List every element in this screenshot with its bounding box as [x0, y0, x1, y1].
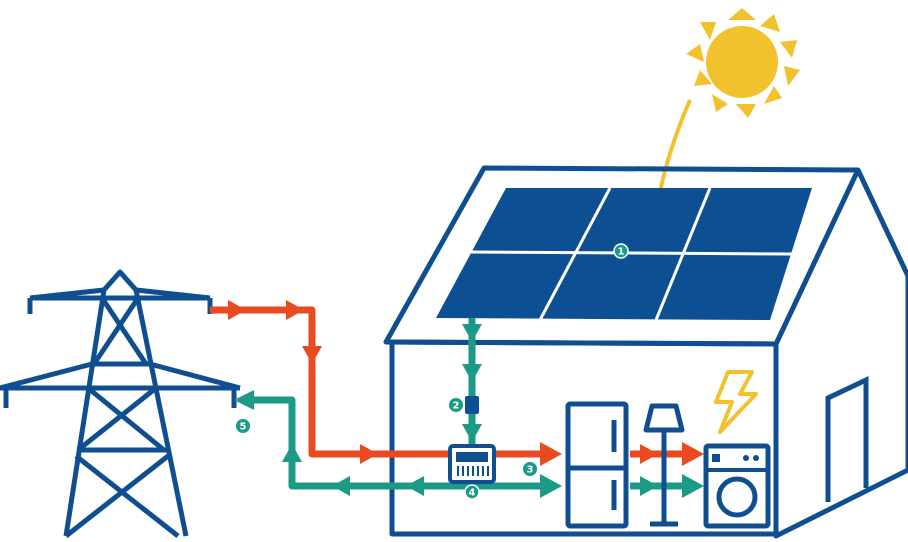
solar-flow-arrows: [234, 324, 704, 498]
pylon-icon: [0, 269, 241, 538]
marker-3-label: 3: [527, 465, 534, 476]
fridge-icon: [565, 401, 629, 529]
meter-icon: [448, 444, 496, 484]
inverter-icon: [465, 396, 479, 414]
marker-5-label: 5: [240, 422, 247, 433]
marker-1-label: 1: [618, 247, 625, 258]
sun-icon: [686, 8, 800, 118]
marker-5: 5: [236, 419, 250, 433]
washing-machine-icon: [703, 443, 771, 529]
marker-2: 2: [449, 398, 463, 412]
marker-4-label: 4: [469, 488, 476, 499]
lamp-icon: [643, 403, 685, 527]
marker-4: 4: [464, 484, 480, 500]
marker-2-label: 2: [453, 401, 460, 412]
marker-1: 1: [613, 243, 629, 259]
lightning-bolt-icon: [714, 370, 758, 434]
door-icon: [825, 376, 869, 502]
marker-3: 3: [523, 462, 537, 476]
house-icon: [383, 165, 908, 539]
grid-import-arrows: [228, 300, 704, 466]
